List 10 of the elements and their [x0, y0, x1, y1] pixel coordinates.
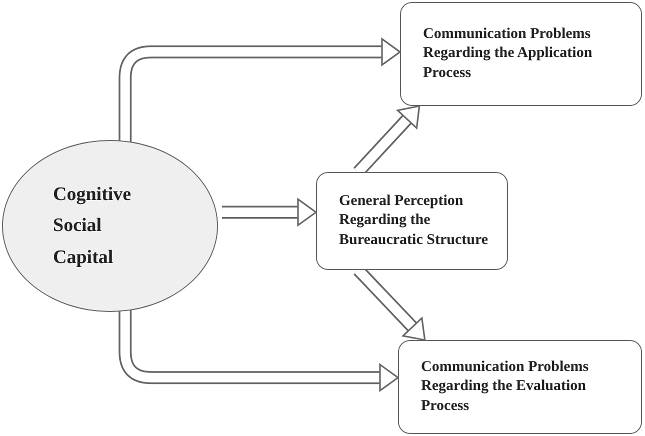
concept-box — [398, 340, 642, 434]
node-text: Cognitive Social Capital — [53, 182, 132, 270]
concept-box — [316, 172, 508, 270]
hollow-arrow — [222, 198, 318, 227]
node-text: General Perception Regarding the Bureaucratic Structure — [339, 192, 489, 250]
node-text: Communication Problems Regarding the Evaluation Process — [421, 358, 590, 416]
node-text: Communication Problems Regarding the Application Process — [423, 24, 594, 83]
concept-box — [400, 2, 642, 106]
hollow-arrow — [118, 310, 400, 392]
hollow-arrow — [118, 37, 402, 142]
